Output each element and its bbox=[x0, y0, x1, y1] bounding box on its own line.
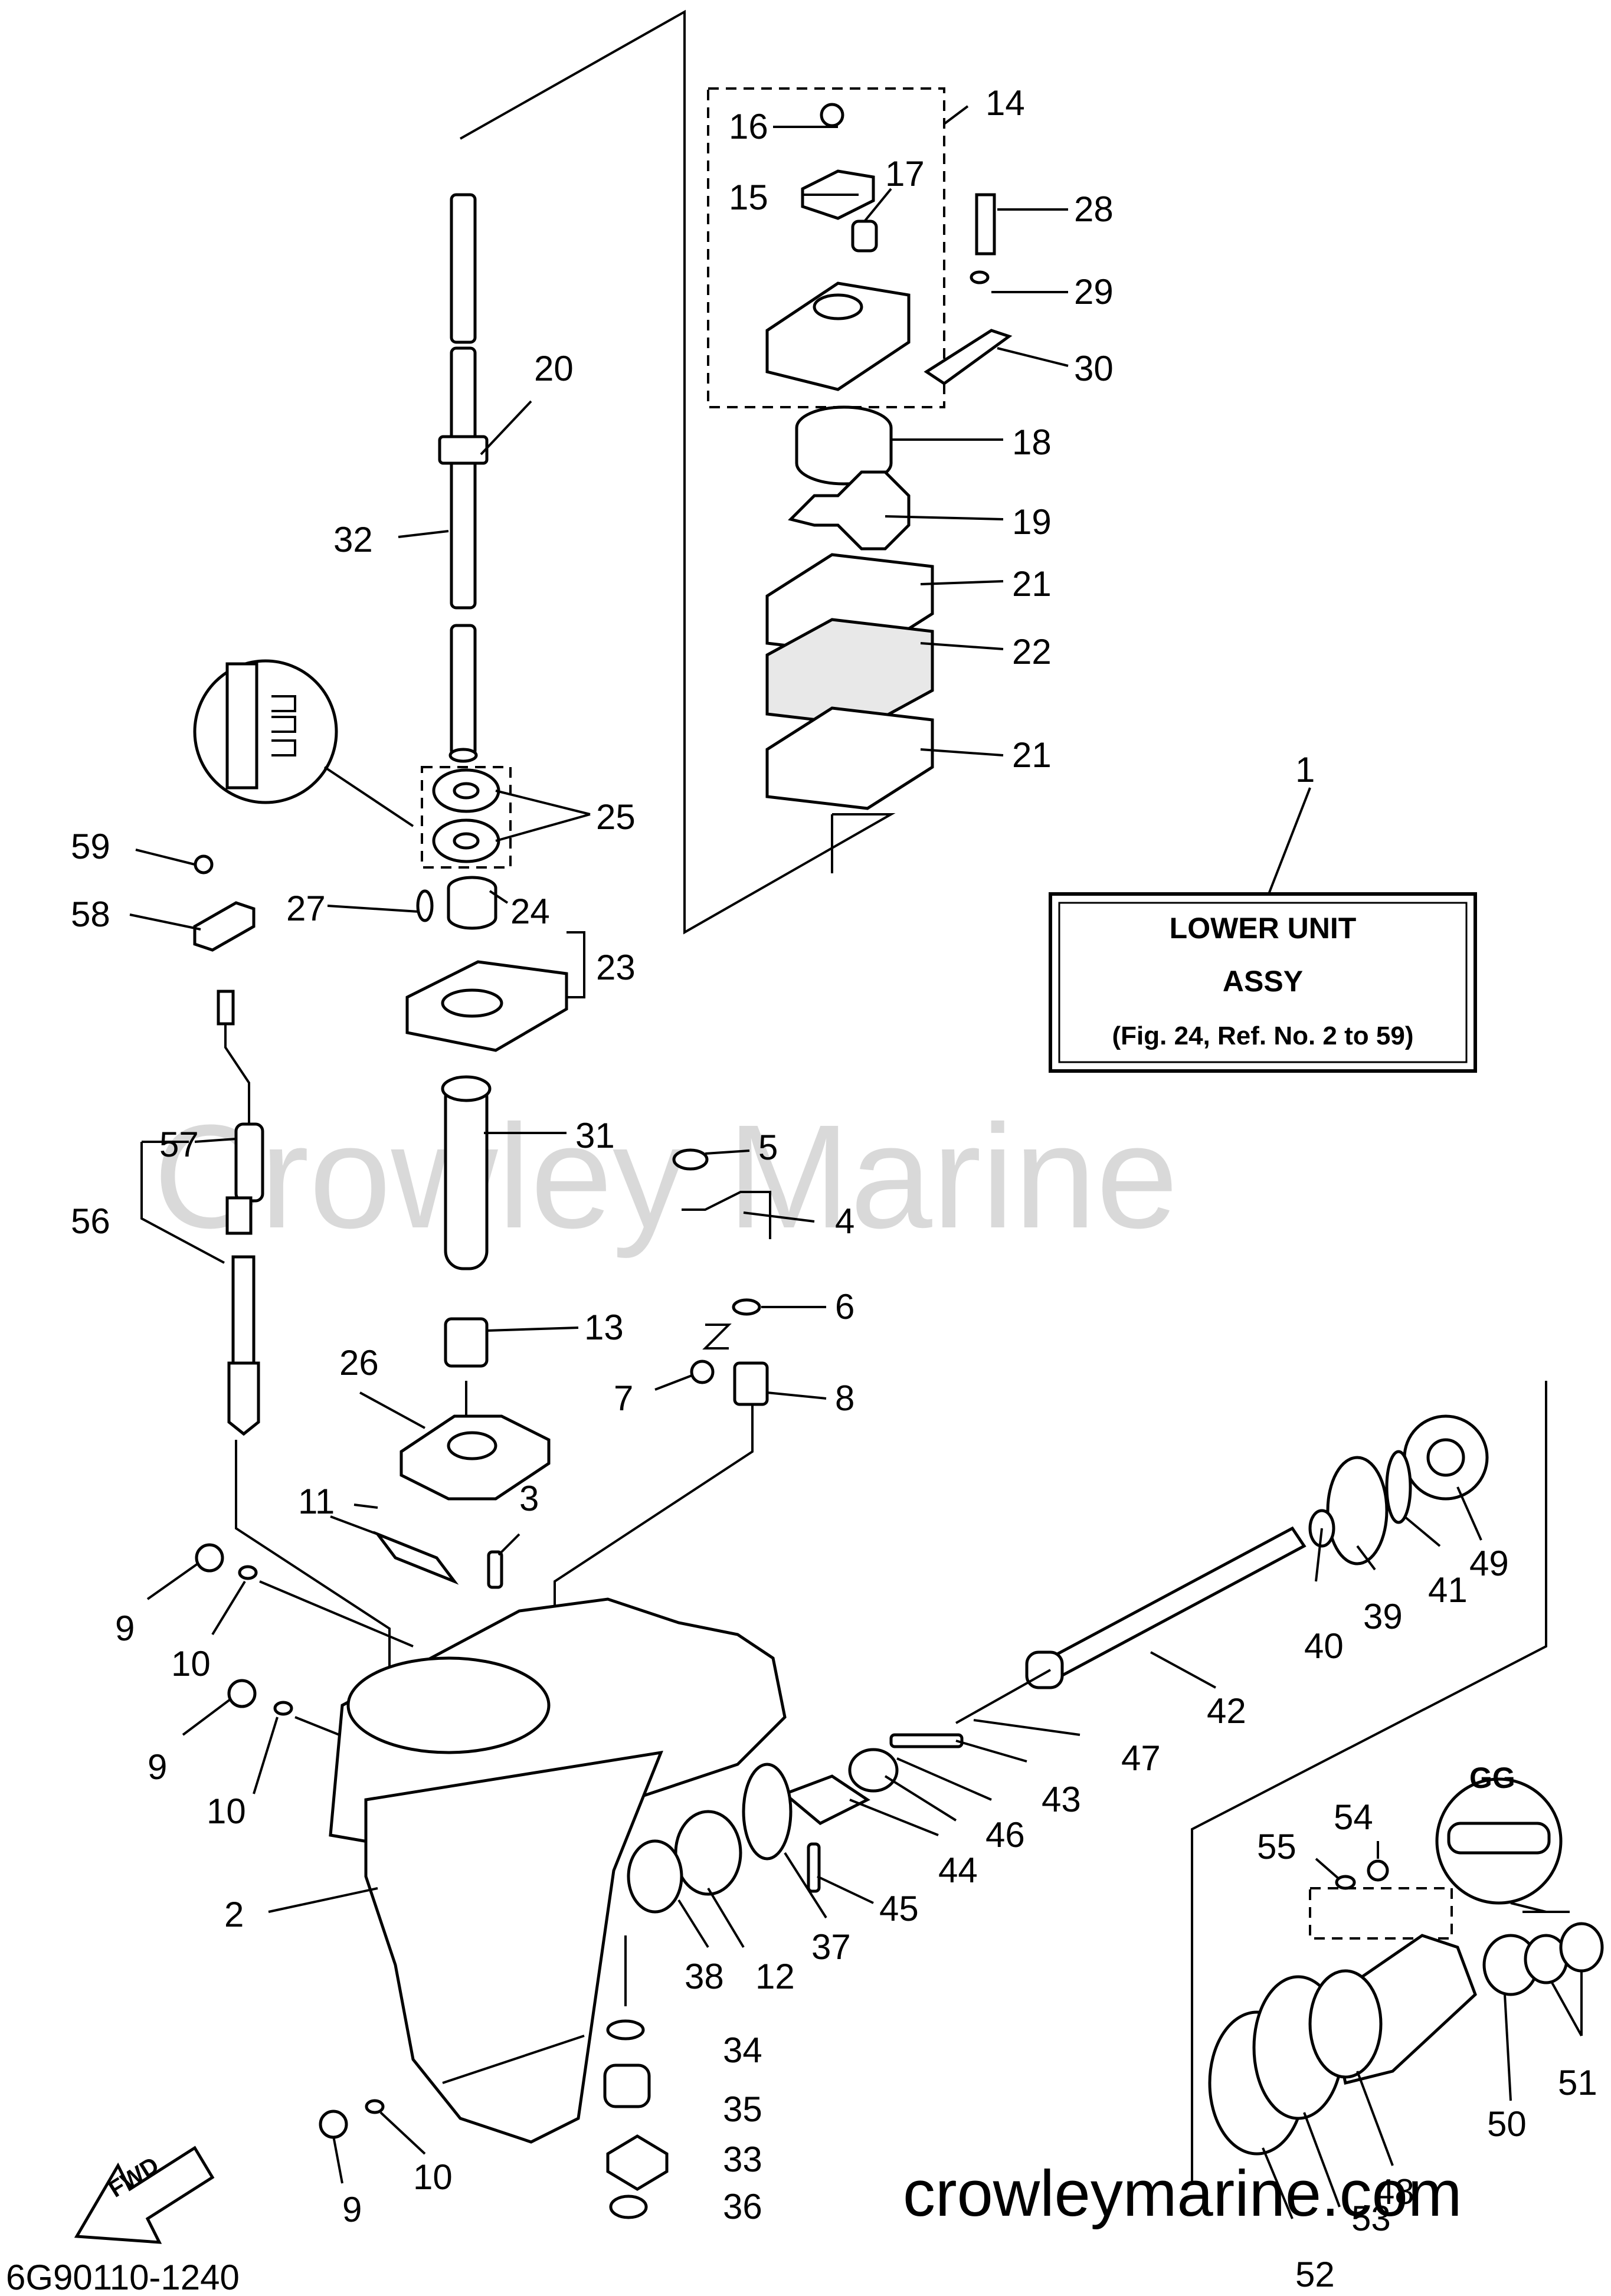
callout-14: 14 bbox=[985, 83, 1025, 123]
watermark: Crowley Marine bbox=[153, 1094, 1178, 1259]
callout-6: 6 bbox=[835, 1287, 854, 1326]
seal-detail-circle bbox=[193, 659, 414, 827]
callout-28: 28 bbox=[1074, 189, 1114, 229]
callout-1: 1 bbox=[1295, 750, 1315, 790]
callout-23: 23 bbox=[596, 948, 636, 987]
callout-36: 36 bbox=[723, 2187, 762, 2226]
callout-8: 8 bbox=[835, 1378, 854, 1418]
callout-53: 53 bbox=[1351, 2199, 1391, 2238]
callout-59: 59 bbox=[71, 827, 110, 866]
leader-lines bbox=[129, 126, 1583, 2219]
callout-11: 11 bbox=[298, 1482, 335, 1521]
callout-29: 29 bbox=[1074, 272, 1114, 312]
callout-57: 57 bbox=[159, 1125, 199, 1164]
callout-3: 3 bbox=[519, 1479, 539, 1518]
callout-labels: 1 2 3 4 5 6 7 8 9 9 9 10 10 10 11 12 13 … bbox=[71, 83, 1597, 2294]
callout-12: 12 bbox=[755, 1957, 795, 1996]
callout-26: 26 bbox=[339, 1343, 379, 1383]
water-pump-group bbox=[707, 87, 1013, 873]
callout-27: 27 bbox=[286, 889, 326, 928]
callout-10: 10 bbox=[413, 2157, 453, 2197]
callout-54: 54 bbox=[1334, 1797, 1373, 1837]
callout-13: 13 bbox=[584, 1308, 624, 1347]
callout-9: 9 bbox=[115, 1609, 135, 1648]
pinion-stack bbox=[603, 2019, 669, 2219]
callout-51: 51 bbox=[1558, 2063, 1597, 2102]
callout-37: 37 bbox=[811, 1927, 851, 1967]
callout-58: 58 bbox=[71, 895, 110, 934]
drive-shaft-group bbox=[438, 9, 896, 935]
bearings-25 bbox=[421, 766, 591, 869]
callout-20: 20 bbox=[534, 349, 574, 388]
callout-16: 16 bbox=[729, 107, 768, 146]
callout-47: 47 bbox=[1121, 1738, 1161, 1778]
callout-40: 40 bbox=[1304, 1626, 1344, 1666]
callout-42: 42 bbox=[1207, 1691, 1246, 1731]
lower-unit-assy-box: LOWER UNIT ASSY (Fig. 24, Ref. No. 2 to … bbox=[1049, 787, 1477, 1073]
callout-17: 17 bbox=[885, 154, 925, 194]
callout-5: 5 bbox=[758, 1128, 778, 1167]
callout-10: 10 bbox=[171, 1644, 211, 1683]
callout-50: 50 bbox=[1487, 2104, 1527, 2144]
bearing-housing-group: GG bbox=[1208, 1761, 1604, 2156]
propeller-shaft-group bbox=[624, 1381, 1547, 2183]
callout-19: 19 bbox=[1012, 502, 1052, 542]
callout-30: 30 bbox=[1074, 349, 1114, 388]
callout-4: 4 bbox=[835, 1201, 854, 1241]
callout-9: 9 bbox=[342, 2190, 362, 2229]
callout-9: 9 bbox=[148, 1747, 167, 1787]
callout-45: 45 bbox=[879, 1889, 919, 1928]
parts-3-11 bbox=[330, 1515, 503, 1589]
grease-tag: GG bbox=[1469, 1761, 1515, 1794]
lower-case-housing bbox=[329, 1597, 787, 2144]
callout-35: 35 bbox=[723, 2089, 762, 2129]
callout-24: 24 bbox=[510, 892, 550, 931]
callout-44: 44 bbox=[938, 1850, 978, 1890]
assy-subtitle: ASSY bbox=[1223, 965, 1303, 998]
callout-33: 33 bbox=[723, 2140, 762, 2179]
callout-25: 25 bbox=[596, 797, 636, 837]
callout-52: 52 bbox=[1295, 2255, 1335, 2294]
callout-56: 56 bbox=[71, 1201, 110, 1241]
callout-49: 49 bbox=[1469, 1544, 1509, 1583]
housing-23-group bbox=[405, 876, 568, 1052]
callout-31: 31 bbox=[575, 1116, 615, 1155]
callout-15: 15 bbox=[729, 178, 768, 217]
callout-32: 32 bbox=[333, 520, 373, 559]
assy-reference: (Fig. 24, Ref. No. 2 to 59) bbox=[1112, 1021, 1414, 1050]
callout-7: 7 bbox=[614, 1378, 633, 1418]
fwd-arrow: FWD bbox=[74, 2146, 215, 2244]
callout-38: 38 bbox=[685, 1957, 724, 1996]
shift-rod-group bbox=[193, 854, 391, 1711]
tube-31-group bbox=[400, 1075, 551, 1501]
figure-code: 6G90110-1240 bbox=[6, 2258, 240, 2296]
callout-2: 2 bbox=[224, 1895, 244, 1934]
callout-21: 21 bbox=[1012, 735, 1052, 775]
callout-34: 34 bbox=[723, 2030, 762, 2070]
callout-22: 22 bbox=[1012, 632, 1052, 672]
callout-18: 18 bbox=[1012, 422, 1052, 462]
callout-46: 46 bbox=[985, 1815, 1025, 1855]
assy-title: LOWER UNIT bbox=[1170, 912, 1357, 945]
callout-10: 10 bbox=[207, 1791, 246, 1831]
callout-48: 48 bbox=[1375, 2172, 1414, 2212]
small-parts-4-8 bbox=[554, 1148, 771, 1640]
callout-39: 39 bbox=[1363, 1597, 1403, 1636]
screws-washers bbox=[195, 1543, 414, 2139]
callout-55: 55 bbox=[1257, 1827, 1296, 1866]
callout-21: 21 bbox=[1012, 564, 1052, 604]
site-url: crowleymarine.com bbox=[903, 2157, 1462, 2230]
callout-43: 43 bbox=[1042, 1780, 1081, 1819]
callout-41: 41 bbox=[1428, 1570, 1468, 1610]
